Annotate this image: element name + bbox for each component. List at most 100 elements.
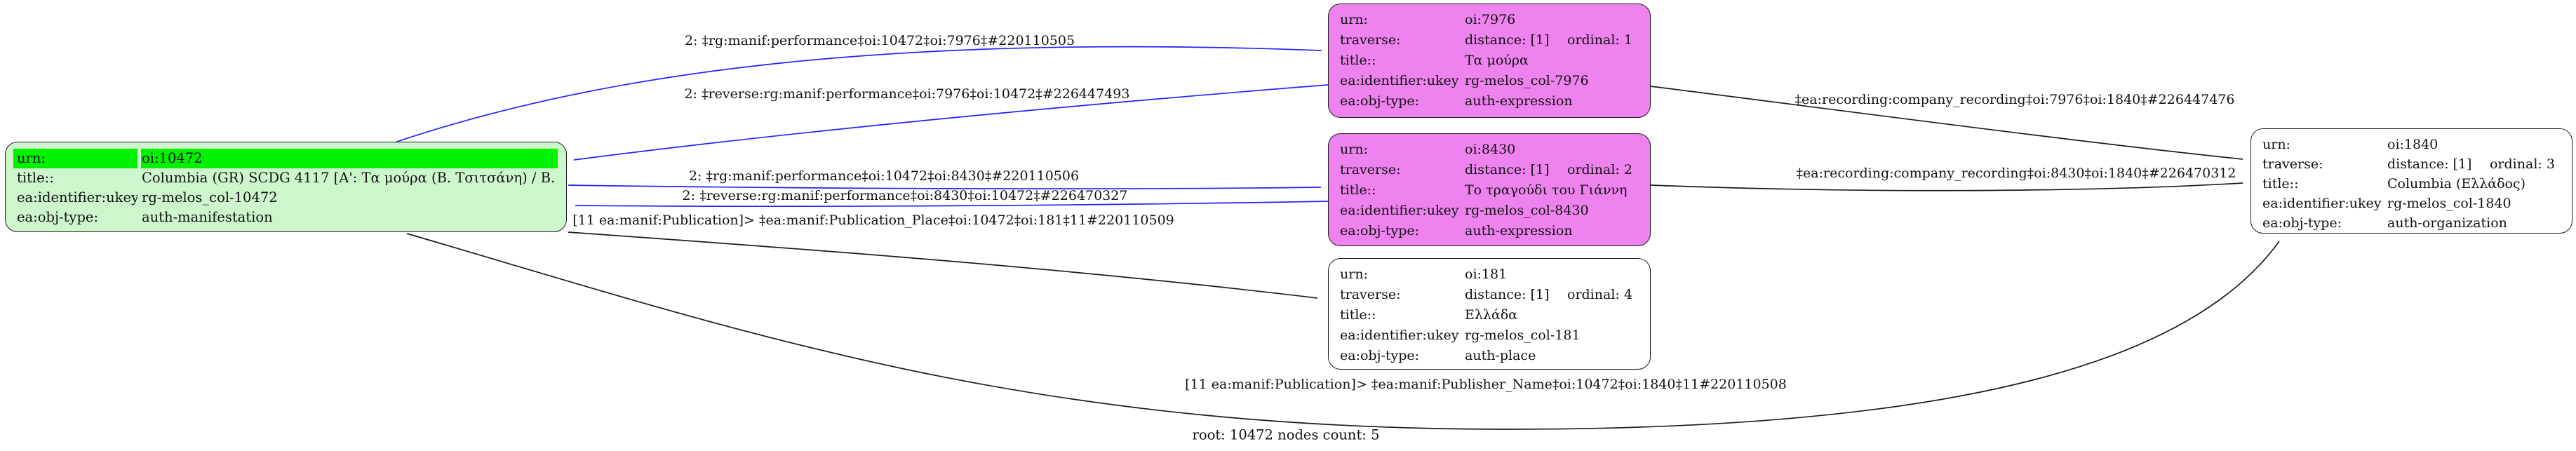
traverse-ordinal: ordinal: 2 [1567, 162, 1632, 177]
traverse-distance: distance: [1] [1465, 162, 1550, 177]
field-key: ea:obj-type: [17, 209, 99, 225]
edge-label-publication-place: [11 ea:manif:Publication]> ‡ea:manif:Pub… [572, 213, 1174, 228]
edge-publisher-name-10472-1840 [406, 233, 2280, 430]
node-row: traverse: distance: [1] ordinal: 3 [2251, 154, 2572, 174]
field-value: oi:7976 [1465, 12, 1516, 27]
edge-company-recording-8430-1840 [1650, 182, 2243, 191]
field-value: Columbia (GR) SCDG 4117 [Α': Τα μούρα (Β… [142, 170, 558, 186]
field-value: auth-organization [2387, 215, 2507, 231]
node-row: traverse: distance: [1] ordinal: 1 [1329, 30, 1650, 51]
field-key: ea:identifier:ukey [1340, 203, 1459, 218]
edge-publication-place-10472-181 [568, 231, 1318, 299]
field-value: oi:181 [1465, 267, 1508, 282]
edge-label-performance-8430: 2: ‡rg:manif:performance‡oi:10472‡oi:843… [688, 168, 1080, 184]
node-row: urn: oi:7976 [1329, 10, 1650, 30]
node-row: ea:identifier:ukey rg-melos_col-8430 [1329, 201, 1650, 221]
edge-reverse-performance-7976-10472 [573, 84, 1329, 161]
field-value: distance: [1] ordinal: 3 [2387, 154, 2563, 174]
node-row: ea:identifier:ukey rg-melos_col-181 [1329, 325, 1650, 346]
node-row: ea:obj-type: auth-manifestation [6, 208, 566, 227]
edge-label-publisher-name: [11 ea:manif:Publication]> ‡ea:manif:Pub… [1185, 377, 1787, 392]
field-value: auth-place [1465, 348, 1536, 363]
field-value: auth-expression [1465, 223, 1573, 238]
node-oi-1840[interactable]: urn: oi:1840 traverse: distance: [1] ordi… [2250, 128, 2572, 234]
field-key: urn: [1340, 142, 1368, 157]
node-row: ea:obj-type: auth-place [1329, 346, 1650, 366]
edge-company-recording-7976-1840 [1650, 86, 2243, 160]
node-row: urn: oi:10472 [6, 149, 566, 168]
edge-performance-10472-8430 [568, 184, 1322, 189]
node-row: traverse: distance: [1] ordinal: 4 [1329, 285, 1650, 305]
field-value: distance: [1] ordinal: 4 [1464, 285, 1642, 305]
node-row: ea:identifier:ukey rg-melos_col-10472 [6, 188, 566, 208]
node-row: ea:obj-type: auth-expression [1329, 221, 1650, 241]
field-key: traverse: [2262, 156, 2323, 172]
field-key: ea:identifier:ukey [1340, 73, 1459, 88]
node-row: traverse: distance: [1] ordinal: 2 [1329, 160, 1650, 180]
field-key: urn: [13, 149, 137, 168]
node-oi-7976[interactable]: urn: oi:7976 traverse: distance: [1] ordi… [1328, 4, 1651, 118]
field-value: auth-expression [1465, 93, 1573, 109]
node-oi-8430[interactable]: urn: oi:8430 traverse: distance: [1] ordi… [1328, 133, 1651, 246]
field-value: rg-melos_col-7976 [1465, 73, 1589, 88]
node-row: ea:obj-type: auth-organization [2251, 213, 2572, 233]
field-value: Columbia (Ελλάδος) [2387, 176, 2526, 191]
field-key: ea:obj-type: [1340, 223, 1420, 238]
edge-performance-10472-7976 [392, 46, 1322, 144]
field-key: ea:identifier:ukey [17, 189, 137, 206]
traverse-ordinal: ordinal: 1 [1567, 32, 1632, 48]
field-value: rg-melos_col-1840 [2387, 196, 2511, 211]
field-key: ea:obj-type: [2262, 215, 2342, 231]
node-row: ea:obj-type: auth-expression [1329, 91, 1650, 112]
traverse-distance: distance: [1] [2387, 156, 2472, 172]
field-key: title:: [17, 170, 54, 186]
node-row: title:: Ελλάδα [1329, 305, 1650, 325]
field-key: traverse: [1340, 287, 1401, 302]
field-value: distance: [1] ordinal: 2 [1464, 160, 1642, 180]
node-row: urn: oi:8430 [1329, 140, 1650, 160]
node-row: ea:identifier:ukey rg-melos_col-1840 [2251, 194, 2572, 213]
field-key: ea:identifier:ukey [1340, 328, 1459, 343]
traverse-distance: distance: [1] [1465, 287, 1550, 302]
node-row: title:: Τα μούρα [1329, 51, 1650, 71]
field-key: urn: [2262, 137, 2290, 152]
edge-reverse-performance-8430-10472 [575, 201, 1329, 208]
field-key: traverse: [1340, 162, 1401, 177]
field-value: Τα μούρα [1465, 53, 1529, 68]
edge-label-company-recording-7976: ‡ea:recording:company_recording‡oi:7976‡… [1795, 92, 2235, 107]
node-oi-10472[interactable]: urn: oi:10472 title:: Columbia (GR) SCDG… [5, 142, 567, 232]
node-row: ea:identifier:ukey rg-melos_col-7976 [1329, 71, 1650, 91]
field-key: traverse: [1340, 32, 1401, 48]
node-row: title:: Το τραγούδι του Γιάννη [1329, 180, 1650, 201]
field-key: title:: [1340, 182, 1376, 198]
field-key: title:: [2262, 176, 2299, 191]
field-value: Ελλάδα [1465, 307, 1518, 323]
traverse-distance: distance: [1] [1465, 32, 1550, 48]
traverse-ordinal: ordinal: 4 [1567, 287, 1632, 302]
node-row: urn: oi:1840 [2251, 135, 2572, 154]
node-oi-181[interactable]: urn: oi:181 traverse: distance: [1] ordin… [1328, 258, 1651, 370]
field-key: urn: [1340, 12, 1368, 27]
field-value: auth-manifestation [142, 209, 273, 225]
field-value: rg-melos_col-10472 [142, 189, 278, 206]
field-key: title:: [1340, 53, 1376, 68]
field-key: title:: [1340, 307, 1376, 323]
field-value: rg-melos_col-8430 [1465, 203, 1589, 218]
edge-label-company-recording-8430: ‡ea:recording:company_recording‡oi:8430‡… [1796, 166, 2236, 181]
field-value: oi:1840 [2387, 137, 2439, 152]
field-value: Το τραγούδι του Γιάννη [1465, 182, 1628, 198]
edge-label-reverse-performance-7976: 2: ‡reverse:rg:manif:performance‡oi:7976… [684, 86, 1130, 102]
traverse-ordinal: ordinal: 3 [2490, 156, 2555, 172]
edge-label-reverse-performance-8430: 2: ‡reverse:rg:manif:performance‡oi:8430… [682, 188, 1128, 203]
field-value: distance: [1] ordinal: 1 [1464, 30, 1642, 51]
field-value: oi:10472 [141, 149, 558, 168]
field-key: ea:obj-type: [1340, 348, 1420, 363]
node-row: title:: Columbia (GR) SCDG 4117 [Α': Τα … [6, 168, 566, 188]
field-value: rg-melos_col-181 [1465, 328, 1581, 343]
field-key: ea:obj-type: [1340, 93, 1420, 109]
field-key: ea:identifier:ukey [2262, 196, 2382, 211]
field-key: urn: [1340, 267, 1368, 282]
graph-root-label: root: 10472 nodes count: 5 [1192, 426, 1380, 443]
